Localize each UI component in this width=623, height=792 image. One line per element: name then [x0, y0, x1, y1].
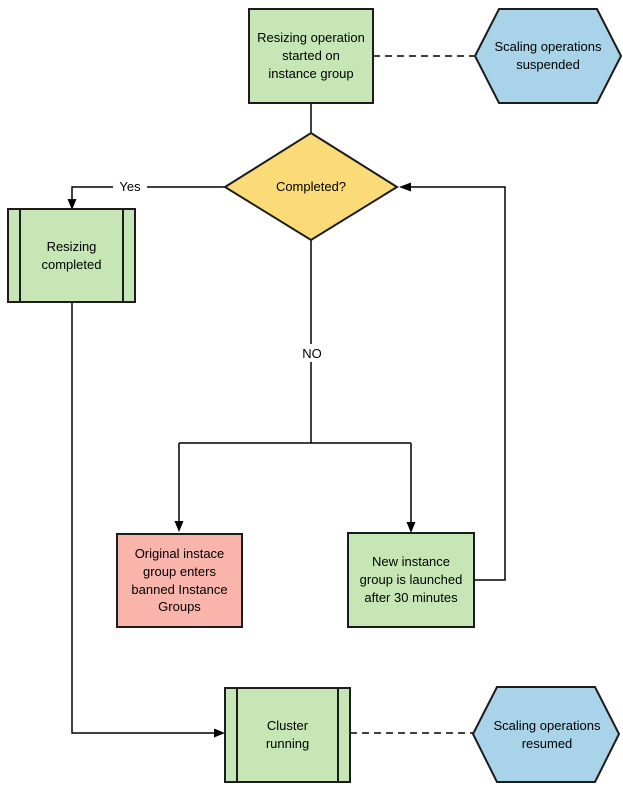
completed-decision-shape: [223, 131, 399, 242]
resizing-completed-node-label: Resizing completed: [41, 238, 102, 272]
suspended-node-label: Scaling operations suspended: [494, 39, 602, 72]
cluster-node-shape: [224, 687, 351, 783]
cluster-node-label: Cluster running: [265, 718, 310, 751]
new-group-node-shape: [347, 532, 475, 628]
new-group-node-label: New instance group is launched after 30 …: [359, 554, 463, 605]
resumed-node-label: Scaling operations resumed: [493, 717, 601, 751]
edge-resizing-to-cluster: [71, 302, 215, 734]
arrowhead-yes-down: [67, 199, 77, 210]
arrowhead-new-group-down: [406, 522, 416, 533]
resizing-completed-node-shape: [7, 208, 136, 303]
arrowhead-cluster-right: [214, 728, 225, 738]
completed-decision-label: Completed?: [275, 178, 347, 194]
yes-edge-label: Yes: [113, 177, 147, 195]
arrowhead-banned-down: [174, 521, 184, 532]
banned-node-shape: [116, 533, 243, 628]
edge-completed-yes: [71, 186, 225, 200]
start-node-shape: [248, 8, 374, 104]
arrowhead-loop-left: [399, 182, 411, 192]
start-node-label: Resizing operation started on instance g…: [257, 30, 365, 81]
suspended-hexagon-shape: [473, 8, 623, 104]
no-edge-label: NO: [292, 344, 332, 362]
banned-node-label: Original instace group enters banned Ins…: [131, 545, 228, 615]
edge-new-group-loop-to-completed: [410, 186, 506, 581]
resumed-hexagon-shape: [471, 686, 621, 783]
